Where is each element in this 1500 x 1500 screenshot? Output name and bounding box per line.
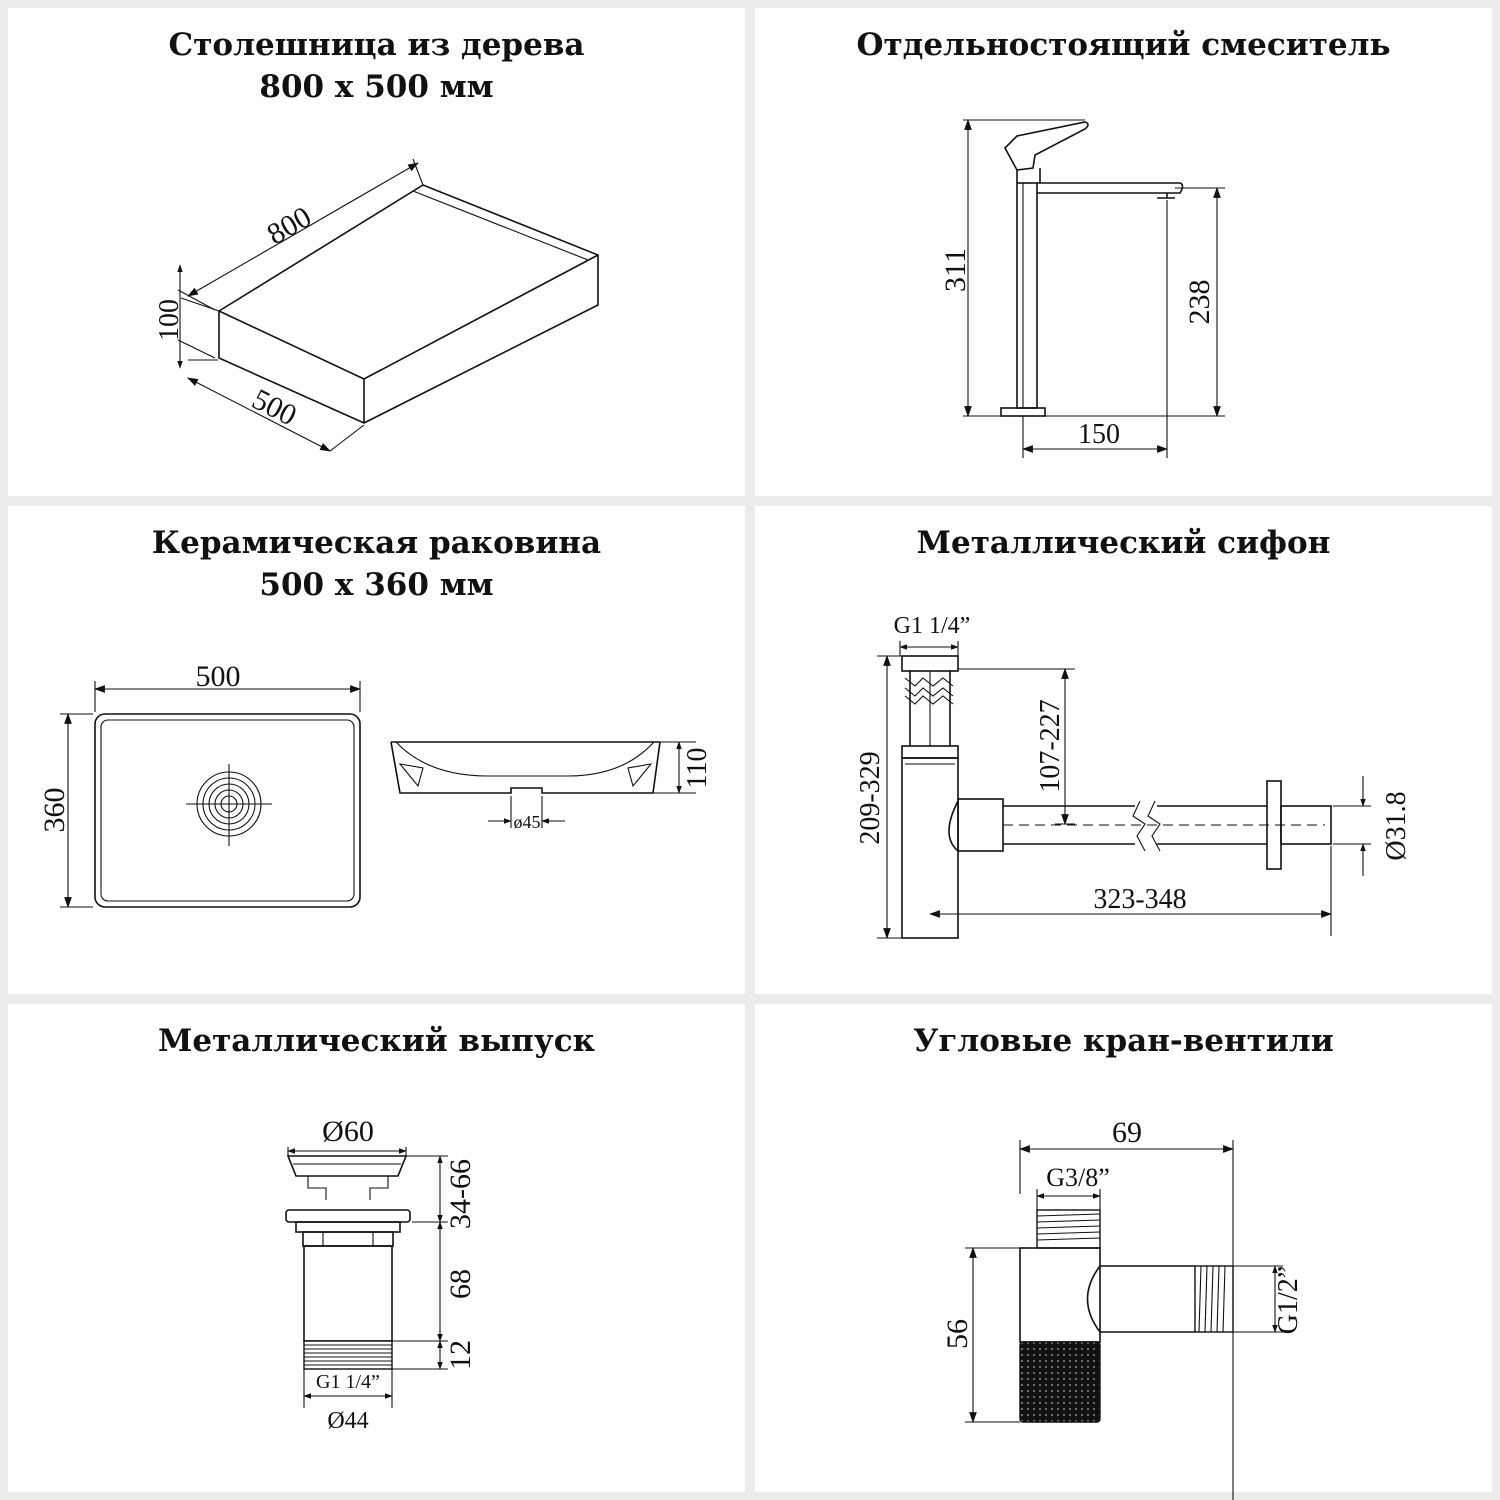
slab-top-front-edge xyxy=(218,254,599,380)
panel-countertop: Столешница из дерева 800 x 500 мм 800 10… xyxy=(8,8,745,496)
drain-title-line1: Металлический выпуск xyxy=(158,1023,595,1059)
sink-top-outer xyxy=(94,713,361,908)
dim-label-drain-12: 12 xyxy=(444,1340,477,1370)
siphon-elbow xyxy=(957,798,1004,852)
faucet-title: Отдельностоящий смеситель xyxy=(755,24,1492,66)
dim-label-sink-500: 500 xyxy=(196,660,241,693)
drain-flange xyxy=(285,1209,411,1223)
siphon-collar xyxy=(901,745,959,759)
drain-nut xyxy=(302,1231,394,1247)
sink-title: Керамическая раковина 500 x 360 мм xyxy=(8,522,745,606)
dim-label-238: 238 xyxy=(1183,280,1216,325)
dim-label-valve-outlet: G1/2” xyxy=(1273,1266,1304,1334)
dim-label-100: 100 xyxy=(154,299,185,341)
faucet-lever xyxy=(1004,121,1089,171)
drain-drawing: Ø60 34-66 68 12 G1 1/4” xyxy=(285,1115,477,1434)
dim-label-150: 150 xyxy=(1078,419,1120,450)
faucet-base xyxy=(1000,407,1046,417)
dim-label-sink-110: 110 xyxy=(682,748,713,789)
dim-label-drain-68: 68 xyxy=(444,1269,477,1299)
dim-line-800 xyxy=(187,162,419,297)
dim-label-siphon-thread: G1 1/4” xyxy=(894,613,971,639)
siphon-body xyxy=(901,757,959,939)
faucet-title-line1: Отдельностоящий смеситель xyxy=(856,27,1391,63)
dim-line-500 xyxy=(187,377,331,452)
sink-drain-top xyxy=(186,764,272,846)
sink-title-line2: 500 x 360 мм xyxy=(259,567,494,603)
valve-inlet-thread xyxy=(1036,1209,1101,1249)
dim-label-drain-outer: Ø44 xyxy=(327,1408,368,1434)
sink-title-line1: Керамическая раковина xyxy=(151,525,602,561)
valve-drawing: 69 G3/8” G1/2” 56 xyxy=(941,1116,1304,1500)
sink-section-bowl xyxy=(395,741,655,777)
panel-faucet: Отдельностоящий смеситель 311 238 150 xyxy=(755,8,1492,496)
siphon-title-line1: Металлический сифон xyxy=(916,525,1331,561)
dim-label-siphon-107: 107-227 xyxy=(1035,699,1066,792)
countertop-title: Столешница из дерева 800 x 500 мм xyxy=(8,24,745,108)
valve-outlet-thread xyxy=(1194,1265,1234,1333)
dim-label-800: 800 xyxy=(262,200,317,251)
panel-drain: Металлический выпуск Ø60 34-66 68 xyxy=(8,1004,745,1492)
dim-label-311: 311 xyxy=(939,248,972,292)
faucet-spout xyxy=(1037,182,1184,194)
countertop-drawing: 800 100 500 xyxy=(154,158,599,452)
drain-thread xyxy=(303,1340,393,1370)
valve-handle xyxy=(1019,1341,1101,1423)
siphon-drawing: G1 1/4” 107-227 xyxy=(855,613,1412,940)
sink-top-inner xyxy=(100,719,355,902)
drain-body xyxy=(303,1245,393,1342)
drain-washer xyxy=(295,1221,401,1233)
faucet-body xyxy=(1016,182,1038,409)
drain-title: Металлический выпуск xyxy=(8,1020,745,1062)
panel-sink: Керамическая раковина 500 x 360 мм 500 3… xyxy=(8,506,745,994)
countertop-title-line2: 800 x 500 мм xyxy=(259,69,494,105)
dim-label-500: 500 xyxy=(247,383,302,433)
dim-label-valve-inlet: G3/8” xyxy=(1046,1163,1110,1192)
dim-label-valve-56: 56 xyxy=(941,1319,974,1349)
drain-cap xyxy=(286,1155,408,1177)
dim-label-drain-34: 34-66 xyxy=(444,1159,477,1229)
dim-label-siphon-323: 323-348 xyxy=(1093,884,1186,915)
dim-label-drain-thread: G1 1/4” xyxy=(316,1371,380,1393)
panel-siphon: Металлический сифон G1 1/4” xyxy=(755,506,1492,994)
faucet-drawing: 311 238 150 xyxy=(939,118,1225,458)
panel-valve: Угловые кран-вентили 69 G3/8” G1/2 xyxy=(755,1004,1492,1500)
siphon-top-flange xyxy=(901,655,959,672)
dim-label-sink-drain: ø45 xyxy=(514,812,541,832)
dim-label-sink-360: 360 xyxy=(38,788,71,833)
valve-title-line1: Угловые кран-вентили xyxy=(913,1023,1334,1059)
sink-section-outer xyxy=(390,741,661,794)
dim-label-drain-cap: Ø60 xyxy=(322,1115,374,1148)
dim-label-siphon-209: 209-329 xyxy=(855,751,886,844)
dim-label-valve-69: 69 xyxy=(1112,1116,1142,1149)
dim-label-siphon-pipe: Ø31.8 xyxy=(1381,791,1412,860)
countertop-title-line1: Столешница из дерева xyxy=(168,27,585,63)
sink-drawing: 500 360 110 ø45 xyxy=(38,660,713,909)
siphon-title: Металлический сифон xyxy=(755,522,1492,564)
valve-title: Угловые кран-вентили xyxy=(755,1020,1492,1062)
